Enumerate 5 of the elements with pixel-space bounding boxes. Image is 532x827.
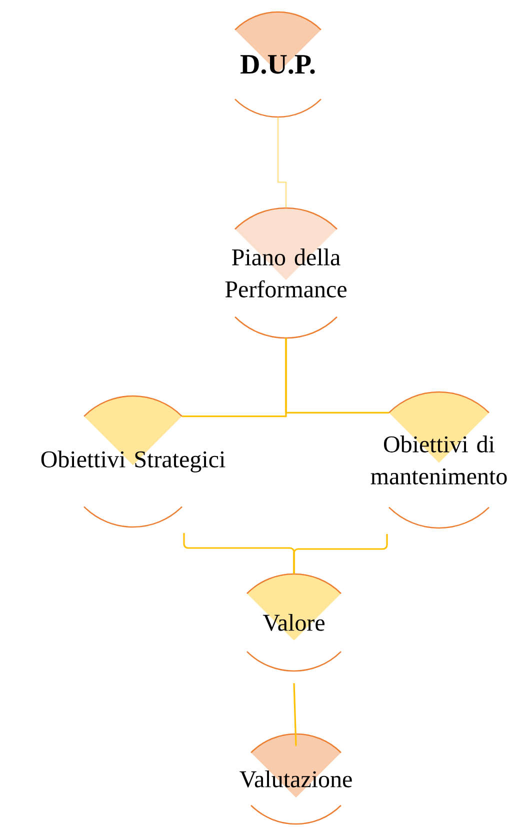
node-label: mantenimento [370,468,507,484]
connector-line [285,338,389,414]
node-label: Performance [225,280,346,298]
connector-line [278,116,286,208]
connector-line [293,683,297,746]
